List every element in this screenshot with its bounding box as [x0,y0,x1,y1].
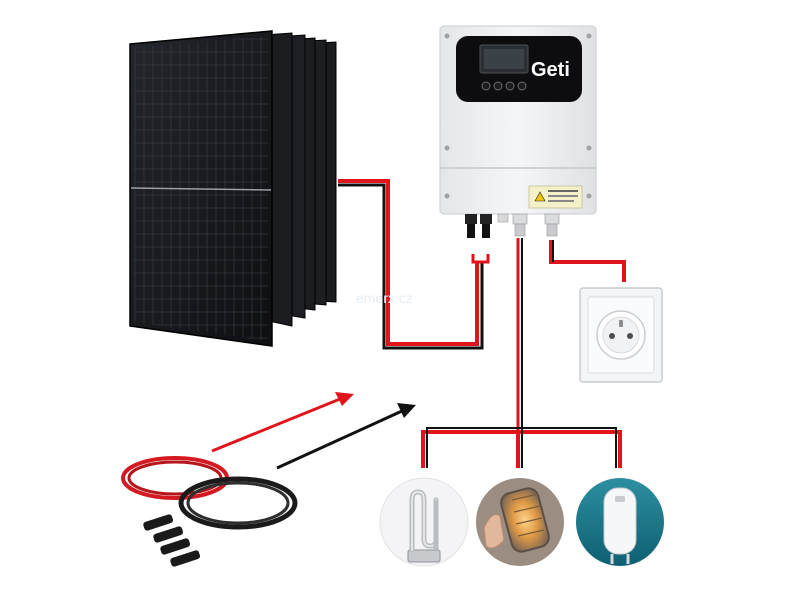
socket-cable [551,240,624,282]
inverter-connectors [465,214,559,238]
infrared-heater-icon [476,478,564,566]
black-cable-arrow-icon [277,403,416,468]
immersion-heater-icon [380,478,468,566]
solar-panel-back [264,33,336,326]
solar-inverter-icon: Geti [440,26,596,238]
inverter-control-panel: Geti [456,36,582,102]
solar-panel-front [130,31,272,346]
inverter-brand-logo: Geti [531,59,570,81]
mc4-connector-icon [142,514,200,568]
coiled-cable-icon [123,458,295,527]
warning-label [529,186,582,208]
watermark-text: emerx.cz [356,290,413,306]
power-socket-icon [580,288,662,382]
water-heater-tank-icon [576,478,664,566]
solar-panel-stack-icon [130,31,336,346]
